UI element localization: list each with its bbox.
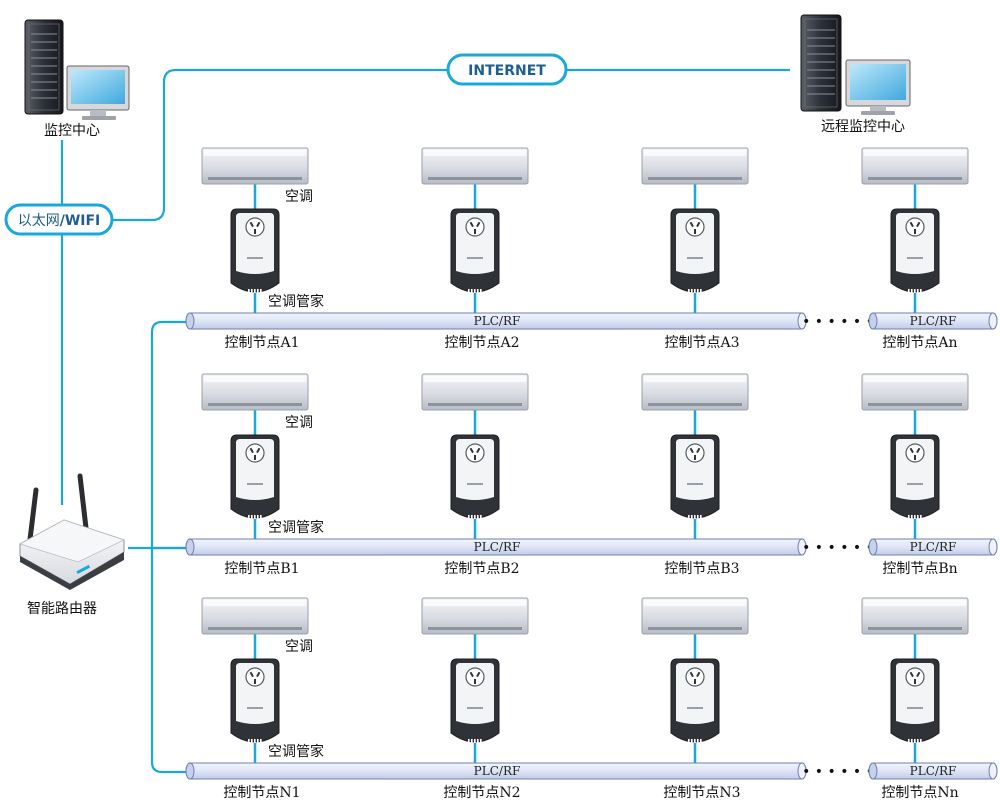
air-conditioner-icon	[641, 373, 749, 411]
air-conditioner-icon	[201, 597, 309, 635]
control-node-label: 控制节点Nn	[881, 785, 958, 801]
router-icon	[18, 473, 126, 590]
ac-manager-plug-icon	[670, 658, 720, 743]
ac-manager-plug-icon	[670, 434, 720, 519]
air-conditioner-icon	[421, 597, 529, 635]
air-conditioner-icon	[641, 597, 749, 635]
ac-manager-plug-icon	[670, 208, 720, 293]
monitor-center-label: 监控中心	[44, 123, 100, 139]
control-node-label: 控制节点B1	[224, 561, 299, 577]
ac-manager-label: 空调管家	[268, 743, 324, 760]
air-conditioner-icon	[641, 147, 749, 185]
air-conditioner-icon	[201, 373, 309, 411]
plc-rf-bus-label: PLC/RF	[910, 764, 957, 778]
plc-rf-bus	[185, 538, 807, 556]
ac-manager-plug-icon	[890, 434, 940, 519]
plc-rf-bus	[185, 312, 807, 330]
continuation-dots: • • • • • •	[802, 314, 874, 330]
monitor-center-computer-icon	[24, 19, 130, 120]
control-node-label: 控制节点A3	[664, 335, 739, 351]
plc-rf-bus-short	[868, 538, 998, 556]
control-node-label: 控制节点N1	[223, 785, 300, 801]
wifi-label: /WIFI	[60, 213, 101, 229]
plc-rf-bus-label: PLC/RF	[474, 540, 521, 554]
control-node-label: 控制节点A1	[224, 335, 299, 351]
ac-manager-plug-icon	[230, 658, 280, 743]
air-conditioner-icon	[421, 147, 529, 185]
control-node-label: 控制节点An	[882, 335, 957, 351]
ac-manager-plug-icon	[450, 658, 500, 743]
ethernet-label: 以太网	[18, 213, 60, 229]
ac-manager-plug-icon	[230, 208, 280, 293]
continuation-dots: • • • • • •	[802, 540, 874, 556]
remote-center-label: 远程监控中心	[821, 119, 905, 135]
ac-manager-plug-icon	[450, 208, 500, 293]
control-node-label: 控制节点N2	[443, 785, 520, 801]
ac-manager-plug-icon	[890, 658, 940, 743]
plc-rf-bus-short	[868, 762, 998, 780]
ac-manager-label: 空调管家	[268, 519, 324, 536]
control-node-label: 控制节点A2	[444, 335, 519, 351]
plc-rf-bus-label: PLC/RF	[474, 764, 521, 778]
remote-center-computer-icon	[800, 14, 911, 115]
ac-manager-plug-icon	[450, 434, 500, 519]
air-conditioner-icon	[861, 373, 969, 411]
continuation-dots: • • • • • •	[802, 764, 874, 780]
ethernet-wifi-badge: 以太网/WIFI	[4, 203, 114, 236]
control-node-label: 控制节点B3	[664, 561, 739, 577]
svg-text:以太网/WIFI: 以太网/WIFI	[18, 213, 101, 229]
internet-label: INTERNET	[468, 63, 546, 79]
air-conditioner-icon	[861, 597, 969, 635]
ac-label: 空调	[285, 415, 313, 431]
ac-manager-plug-icon	[890, 208, 940, 293]
air-conditioner-icon	[861, 147, 969, 185]
plc-rf-bus	[185, 762, 807, 780]
air-conditioner-icon	[421, 373, 529, 411]
ac-label: 空调	[285, 639, 313, 655]
internet-cloud: INTERNET	[446, 53, 568, 86]
control-node-label: 控制节点Bn	[882, 561, 957, 577]
control-node-label: 控制节点B2	[444, 561, 519, 577]
plc-rf-bus-label: PLC/RF	[910, 540, 957, 554]
ac-label: 空调	[285, 189, 313, 205]
network-links	[60, 68, 790, 774]
router-label: 智能路由器	[27, 601, 97, 617]
plc-rf-bus-label: PLC/RF	[910, 314, 957, 328]
air-conditioner-icon	[201, 147, 309, 185]
ac-manager-label: 空调管家	[268, 293, 324, 310]
plc-rf-bus-short	[868, 312, 998, 330]
ac-manager-plug-icon	[230, 434, 280, 519]
plc-rf-bus-label: PLC/RF	[474, 314, 521, 328]
control-node-label: 控制节点N3	[663, 785, 740, 801]
